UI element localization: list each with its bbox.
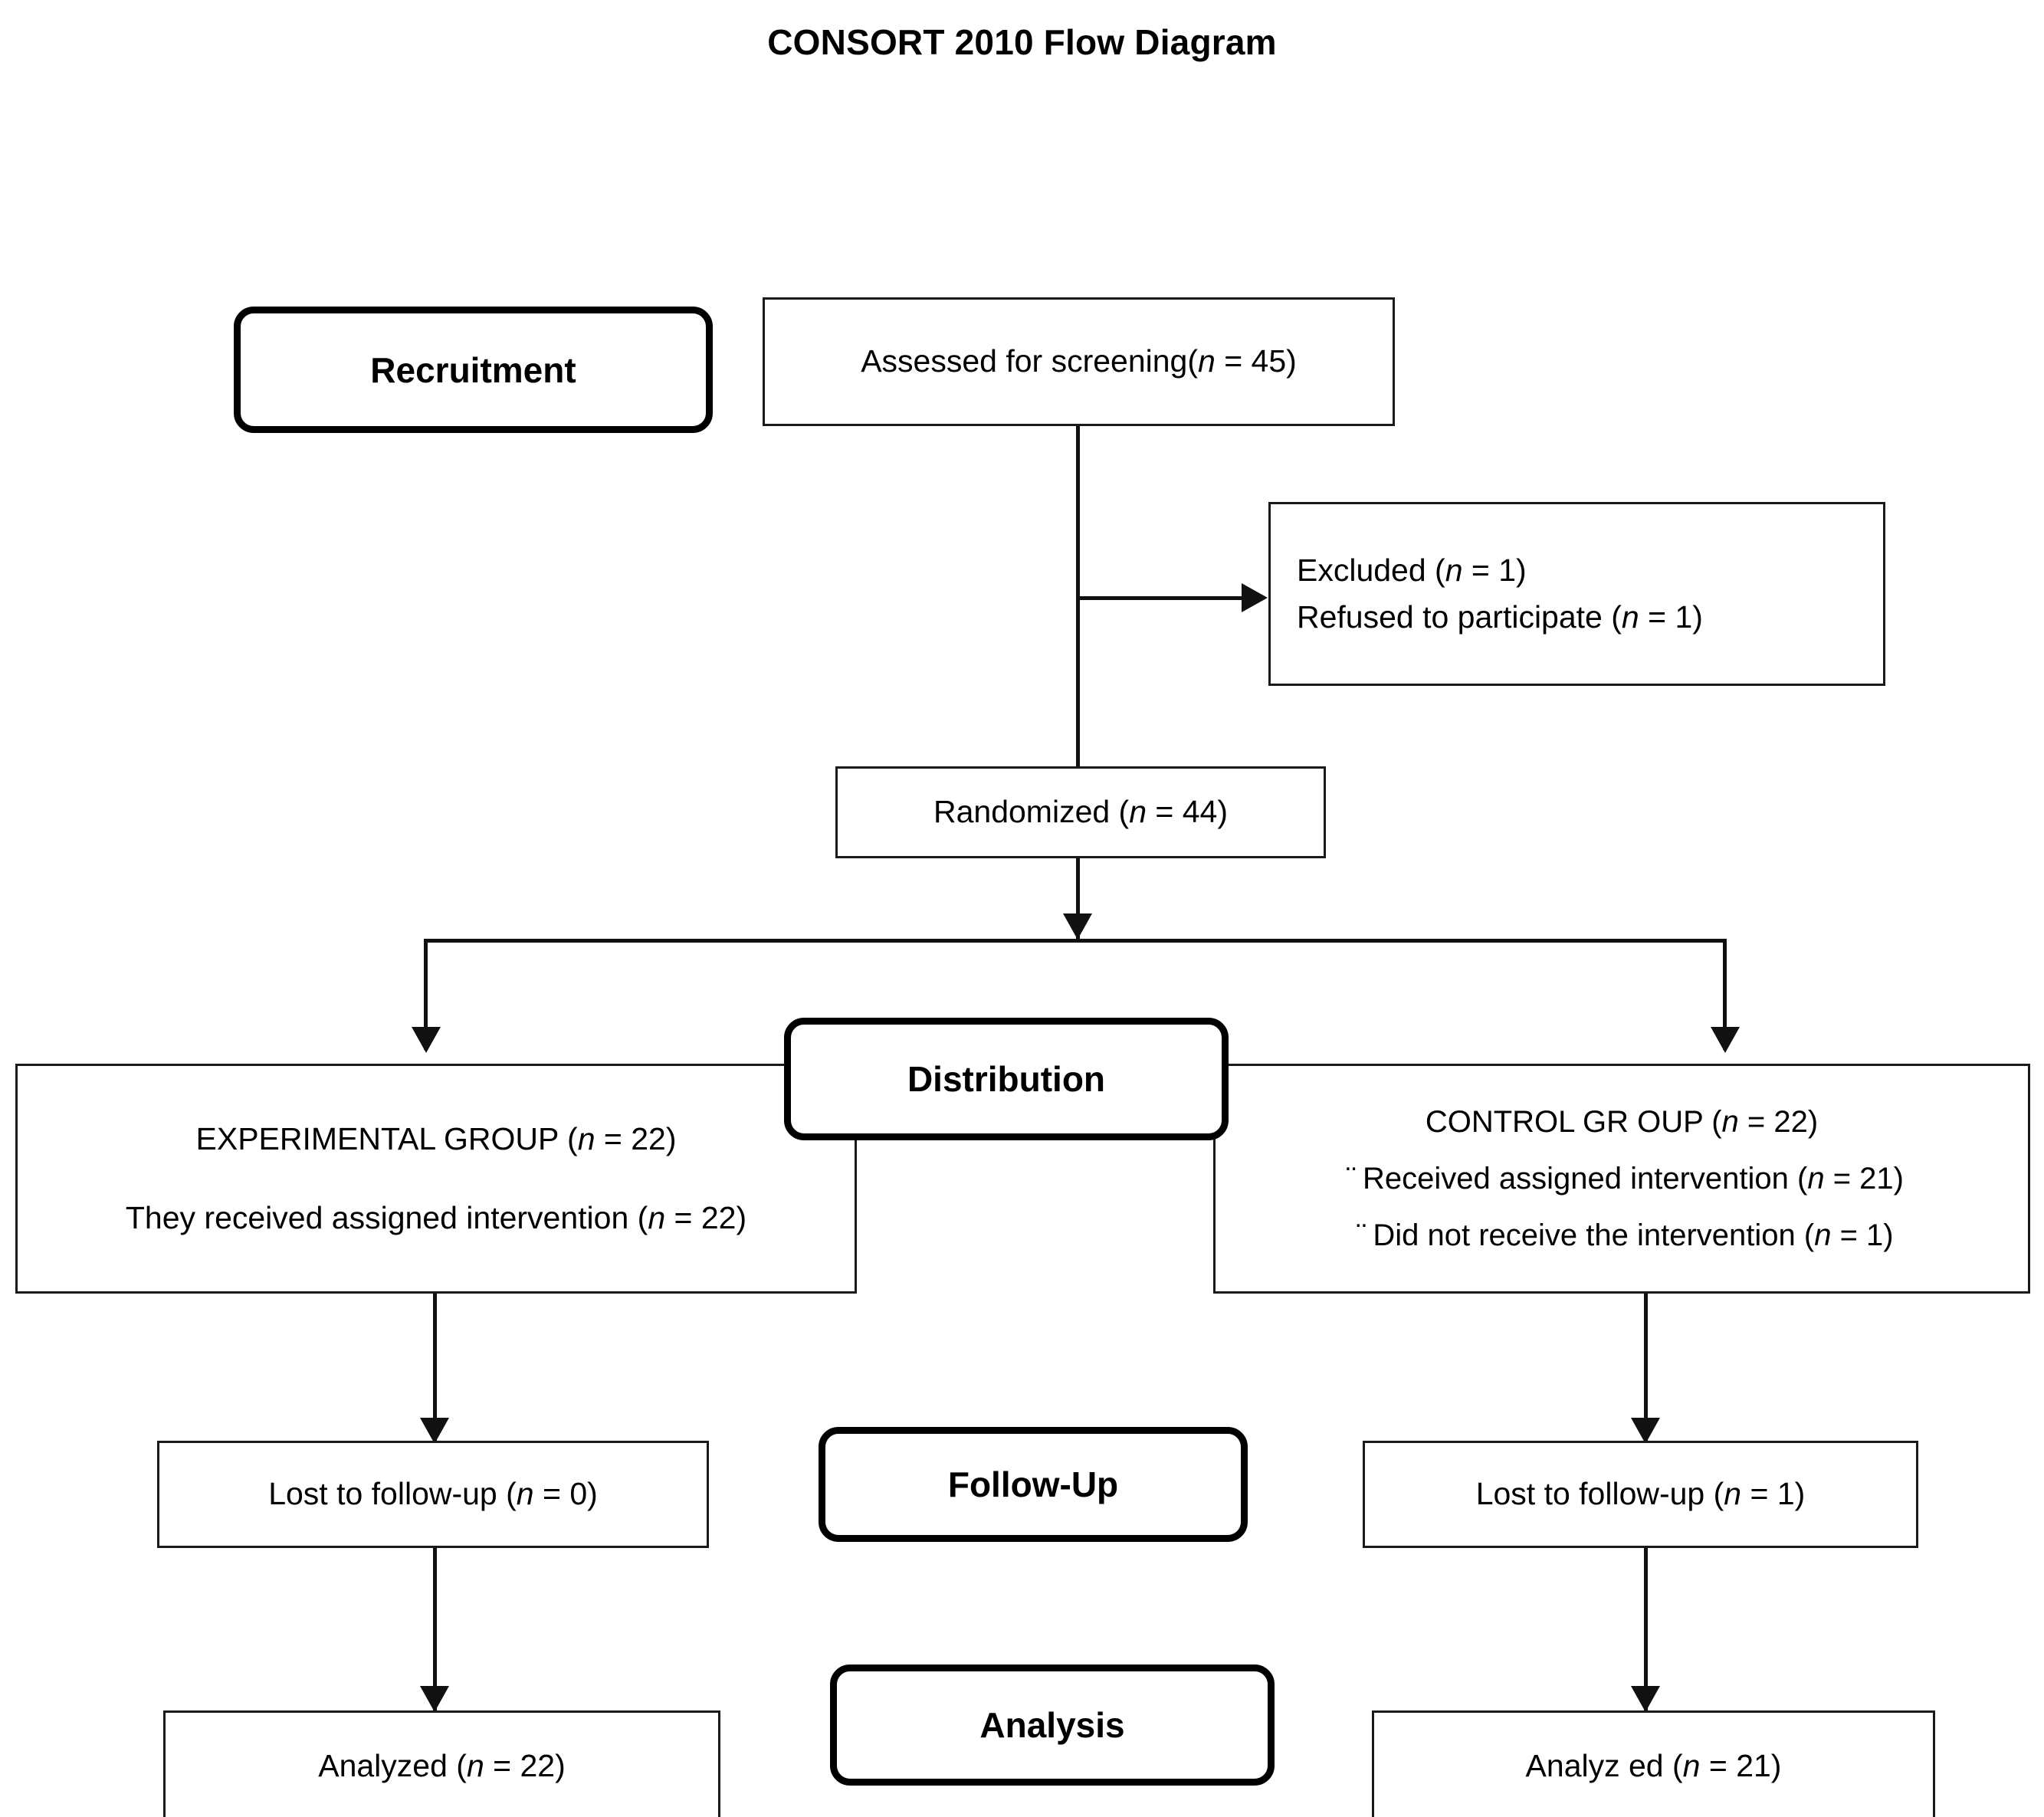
- connector-split-right: [1723, 939, 1727, 1050]
- control-line2-n: n: [1814, 1218, 1832, 1252]
- node-excluded-line-1: Excluded (n = 1): [1297, 547, 1527, 595]
- node-control-group: CONTROL GR OUP (n = 22) ¨Received assign…: [1213, 1064, 2030, 1294]
- screening-n-value: = 45): [1215, 343, 1297, 379]
- lost-right-tail: = 1): [1741, 1476, 1806, 1512]
- excluded-line1-label: Excluded (: [1297, 552, 1445, 588]
- experimental-line-n: n: [648, 1200, 666, 1235]
- control-line2-tail: = 1): [1831, 1218, 1894, 1252]
- control-line2-label: Did not receive the intervention (: [1373, 1218, 1815, 1252]
- connector-screening-to-randomized: [1076, 426, 1080, 790]
- analyzed-right-tail: = 21): [1700, 1747, 1782, 1783]
- node-experimental-group: EXPERIMENTAL GROUP (n = 22) They receive…: [15, 1064, 857, 1294]
- control-line1-tail: = 21): [1824, 1162, 1904, 1195]
- screening-n-open: (: [1187, 343, 1198, 379]
- stage-label-analysis-text: Analysis: [979, 1705, 1125, 1745]
- control-group-line-1: ¨Received assigned intervention (n = 21): [1340, 1156, 1904, 1202]
- arrowhead-lost-to-analyzed-left: [420, 1686, 449, 1712]
- lost-right-n: n: [1724, 1476, 1742, 1512]
- experimental-group-title: EXPERIMENTAL GROUP (n = 22): [196, 1116, 677, 1163]
- analyzed-right-label: Analyz ed (: [1525, 1747, 1683, 1783]
- node-lost-to-followup-control: Lost to follow-up (n = 1): [1363, 1441, 1918, 1548]
- arrowhead-control-to-lost: [1631, 1418, 1660, 1444]
- excluded-line2-label: Refused to participate (: [1297, 599, 1622, 635]
- analyzed-left-n: n: [466, 1747, 484, 1783]
- connector-to-excluded: [1076, 596, 1252, 600]
- control-group-line-2: ¨Did not receive the intervention (n = 1…: [1350, 1212, 1894, 1258]
- stage-label-distribution: Distribution: [784, 1018, 1229, 1140]
- connector-split-left: [424, 939, 428, 1050]
- randomized-tail: = 44): [1147, 794, 1229, 830]
- control-line1-label: Received assigned intervention (: [1363, 1162, 1808, 1195]
- node-analyzed-control: Analyz ed (n = 21): [1372, 1710, 1935, 1817]
- lost-right-label: Lost to follow-up (: [1475, 1476, 1724, 1512]
- arrowhead-split-left: [412, 1027, 441, 1053]
- stage-label-analysis: Analysis: [830, 1664, 1275, 1786]
- stage-label-recruitment-text: Recruitment: [370, 349, 576, 390]
- node-assessed-for-screening-text: Assessed for screening(n = 45): [861, 338, 1297, 385]
- arrowhead-experimental-to-lost: [420, 1418, 449, 1444]
- connector-split-bar: [424, 939, 1727, 943]
- excluded-line2-tail: = 1): [1639, 599, 1703, 635]
- analyzed-left-label: Analyzed (: [318, 1747, 467, 1783]
- connector-experimental-to-lost: [433, 1294, 437, 1443]
- page-title: CONSORT 2010 Flow Diagram: [767, 22, 1277, 62]
- arrowhead-randomized-down: [1063, 913, 1092, 940]
- control-bullet-2: ¨: [1356, 1218, 1367, 1252]
- stage-label-follow-up: Follow-Up: [819, 1427, 1248, 1542]
- connector-lost-to-analyzed-left: [433, 1548, 437, 1713]
- control-bullet-1: ¨: [1346, 1162, 1357, 1195]
- node-randomized-text: Randomized (n = 44): [933, 789, 1228, 836]
- lost-left-tail: = 0): [533, 1476, 598, 1512]
- excluded-line2-n: n: [1621, 599, 1639, 635]
- lost-left-text: Lost to follow-up (n = 0): [268, 1471, 598, 1518]
- lost-right-text: Lost to follow-up (n = 1): [1476, 1471, 1806, 1518]
- lost-left-n: n: [516, 1476, 534, 1512]
- randomized-label: Randomized (: [933, 794, 1130, 830]
- node-analyzed-experimental: Analyzed (n = 22): [163, 1710, 720, 1817]
- experimental-line-tail: = 22): [665, 1200, 747, 1235]
- analyzed-left-tail: = 22): [484, 1747, 566, 1783]
- experimental-title-n: n: [577, 1120, 595, 1156]
- lost-left-label: Lost to follow-up (: [268, 1476, 517, 1512]
- arrowhead-split-right: [1711, 1027, 1740, 1053]
- node-assessed-for-screening: Assessed for screening(n = 45): [763, 297, 1395, 426]
- analyzed-right-text: Analyz ed (n = 21): [1526, 1743, 1782, 1790]
- randomized-n: n: [1129, 794, 1147, 830]
- stage-label-recruitment: Recruitment: [234, 307, 713, 433]
- excluded-line1-n: n: [1445, 552, 1463, 588]
- connector-lost-to-analyzed-right: [1644, 1548, 1648, 1713]
- node-lost-to-followup-experimental: Lost to follow-up (n = 0): [157, 1441, 709, 1548]
- screening-label: Assessed for screening: [861, 343, 1188, 379]
- excluded-line1-tail: = 1): [1462, 552, 1527, 588]
- arrowhead-lost-to-analyzed-right: [1631, 1686, 1660, 1712]
- stage-label-follow-up-text: Follow-Up: [947, 1464, 1119, 1504]
- arrowhead-to-excluded: [1242, 583, 1268, 612]
- experimental-group-line: They received assigned intervention (n =…: [126, 1195, 746, 1242]
- experimental-title-tail: = 22): [595, 1120, 677, 1156]
- connector-control-to-lost: [1644, 1294, 1648, 1443]
- experimental-line-label: They received assigned intervention (: [125, 1200, 648, 1235]
- connector-randomized-down: [1076, 858, 1080, 939]
- control-group-title: CONTROL GR OUP (n = 22): [1426, 1099, 1818, 1145]
- experimental-title-label: EXPERIMENTAL GROUP (: [195, 1120, 578, 1156]
- control-title-n: n: [1721, 1105, 1739, 1139]
- control-title-tail: = 22): [1738, 1105, 1819, 1139]
- stage-label-distribution-text: Distribution: [907, 1059, 1106, 1099]
- node-randomized: Randomized (n = 44): [835, 766, 1326, 858]
- analyzed-left-text: Analyzed (n = 22): [318, 1743, 566, 1790]
- node-excluded: Excluded (n = 1) Refused to participate …: [1268, 502, 1885, 686]
- control-line1-n: n: [1807, 1162, 1825, 1195]
- screening-n-symbol: n: [1198, 343, 1216, 379]
- node-excluded-line-2: Refused to participate (n = 1): [1297, 594, 1703, 641]
- control-title-label: CONTROL GR OUP (: [1425, 1105, 1722, 1139]
- analyzed-right-n: n: [1682, 1747, 1701, 1783]
